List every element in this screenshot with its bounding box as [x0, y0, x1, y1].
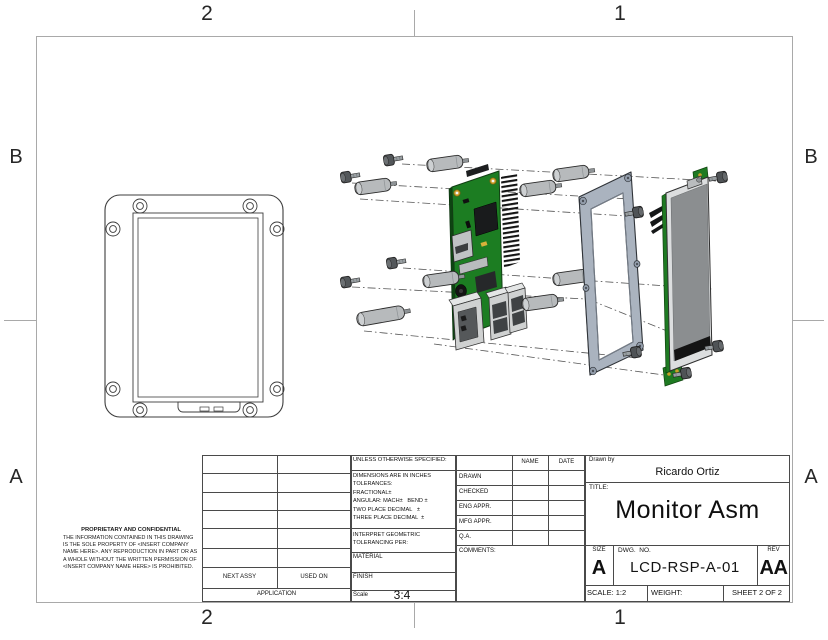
next-assy-label: NEXT ASSY [222, 573, 257, 580]
dwg-no-value: LCD-RSP-A-01 [630, 558, 740, 576]
tolerance-notes: DIMENSIONS ARE IN INCHES TOLERANCES: FRA… [353, 473, 432, 521]
lcd-black-band [674, 336, 711, 361]
title-label: TITLE: [589, 484, 609, 491]
approvals-section [456, 455, 585, 602]
zone-label-left-b: B [9, 146, 23, 168]
date-header: DATE [558, 458, 575, 465]
usb-ports [485, 282, 528, 341]
screw-holes [105, 198, 285, 418]
exploded-view [338, 151, 729, 387]
camera-connector [466, 164, 489, 177]
size-value: A [591, 556, 607, 579]
proprietary-body: THE INFORMATION CONTAINED IN THIS DRAWIN… [63, 535, 198, 570]
size-label: SIZE [592, 547, 606, 554]
scale-label: Scale [353, 592, 369, 598]
zone-label-right-a: A [804, 466, 818, 488]
application-label: APPLICATION [256, 591, 297, 598]
comments-label: COMMENTS: [459, 548, 496, 554]
zone-tick-left [4, 320, 36, 321]
proprietary-note: PROPRIETARY AND CONFIDENTIAL THE INFORMA… [63, 527, 199, 571]
approval-row-checked: CHECKED [459, 489, 489, 495]
explode-lines [351, 163, 717, 379]
weight-label: WEIGHT: [651, 588, 683, 598]
zone-tick-bottom [414, 602, 415, 628]
title-block: NEXT ASSY USED ON APPLICATION UNLESS OTH… [202, 455, 792, 602]
tolerance-header: UNLESS OTHERWISE SPECIFIED: [353, 457, 447, 463]
screen-rect [137, 217, 259, 398]
case-outline [104, 194, 284, 418]
zone-tick-right [792, 320, 824, 321]
scale-value: 3:4 [393, 587, 411, 602]
soc-chip [473, 201, 499, 237]
zone-label-left-a: A [9, 466, 23, 488]
chip-2 [475, 271, 497, 293]
rev-value: AA [759, 556, 788, 579]
bezel-rect [132, 212, 264, 403]
name-header: NAME [521, 458, 539, 465]
drawn-by-value: Ricardo Ortiz [655, 466, 720, 478]
zone-label-bottom-2: 2 [201, 606, 213, 629]
bezel-frame [578, 171, 644, 376]
dwg-no-label: DWG. NO. [618, 547, 651, 554]
scale-ratio-label: SCALE: 1:2 [587, 588, 627, 598]
display-connector [458, 256, 489, 275]
approval-row-mfg-appr: MFG APPR. [459, 519, 492, 525]
ethernet-port [448, 291, 485, 351]
zone-label-bottom-1: 1 [614, 606, 626, 629]
lcd-panel [661, 166, 713, 387]
sheet-label: SHEET 2 OF 2 [732, 588, 782, 598]
zone-label-top-2: 2 [201, 2, 213, 25]
zone-label-right-b: B [804, 146, 818, 168]
bottom-connector [177, 401, 241, 413]
drawn-by-label: Drawn by [589, 457, 615, 463]
socket-screws-left [338, 151, 408, 289]
approval-row-qa: Q.A. [459, 534, 472, 540]
gpio-header [501, 172, 520, 268]
title-section [585, 455, 790, 602]
drawing-title: Monitor Asm [615, 495, 760, 524]
approval-row-eng-appr: ENG APPR. [459, 504, 492, 510]
proprietary-header: PROPRIETARY AND CONFIDENTIAL [81, 527, 181, 533]
used-on-label: USED ON [300, 573, 328, 580]
finish-label: FINISH [353, 574, 373, 580]
approval-row-drawn: DRAWN [459, 474, 482, 480]
zone-label-top-1: 1 [614, 2, 626, 25]
rev-label: REV [767, 547, 780, 554]
front-view [104, 194, 285, 418]
material-label: MATERIAL [353, 554, 383, 560]
interpret-geometric-label: INTERPRET GEOMETRIC TOLERANCING PER: [353, 532, 421, 547]
lcd-screen [670, 183, 711, 362]
zone-tick-top [414, 10, 415, 36]
connector-fins [649, 205, 664, 234]
